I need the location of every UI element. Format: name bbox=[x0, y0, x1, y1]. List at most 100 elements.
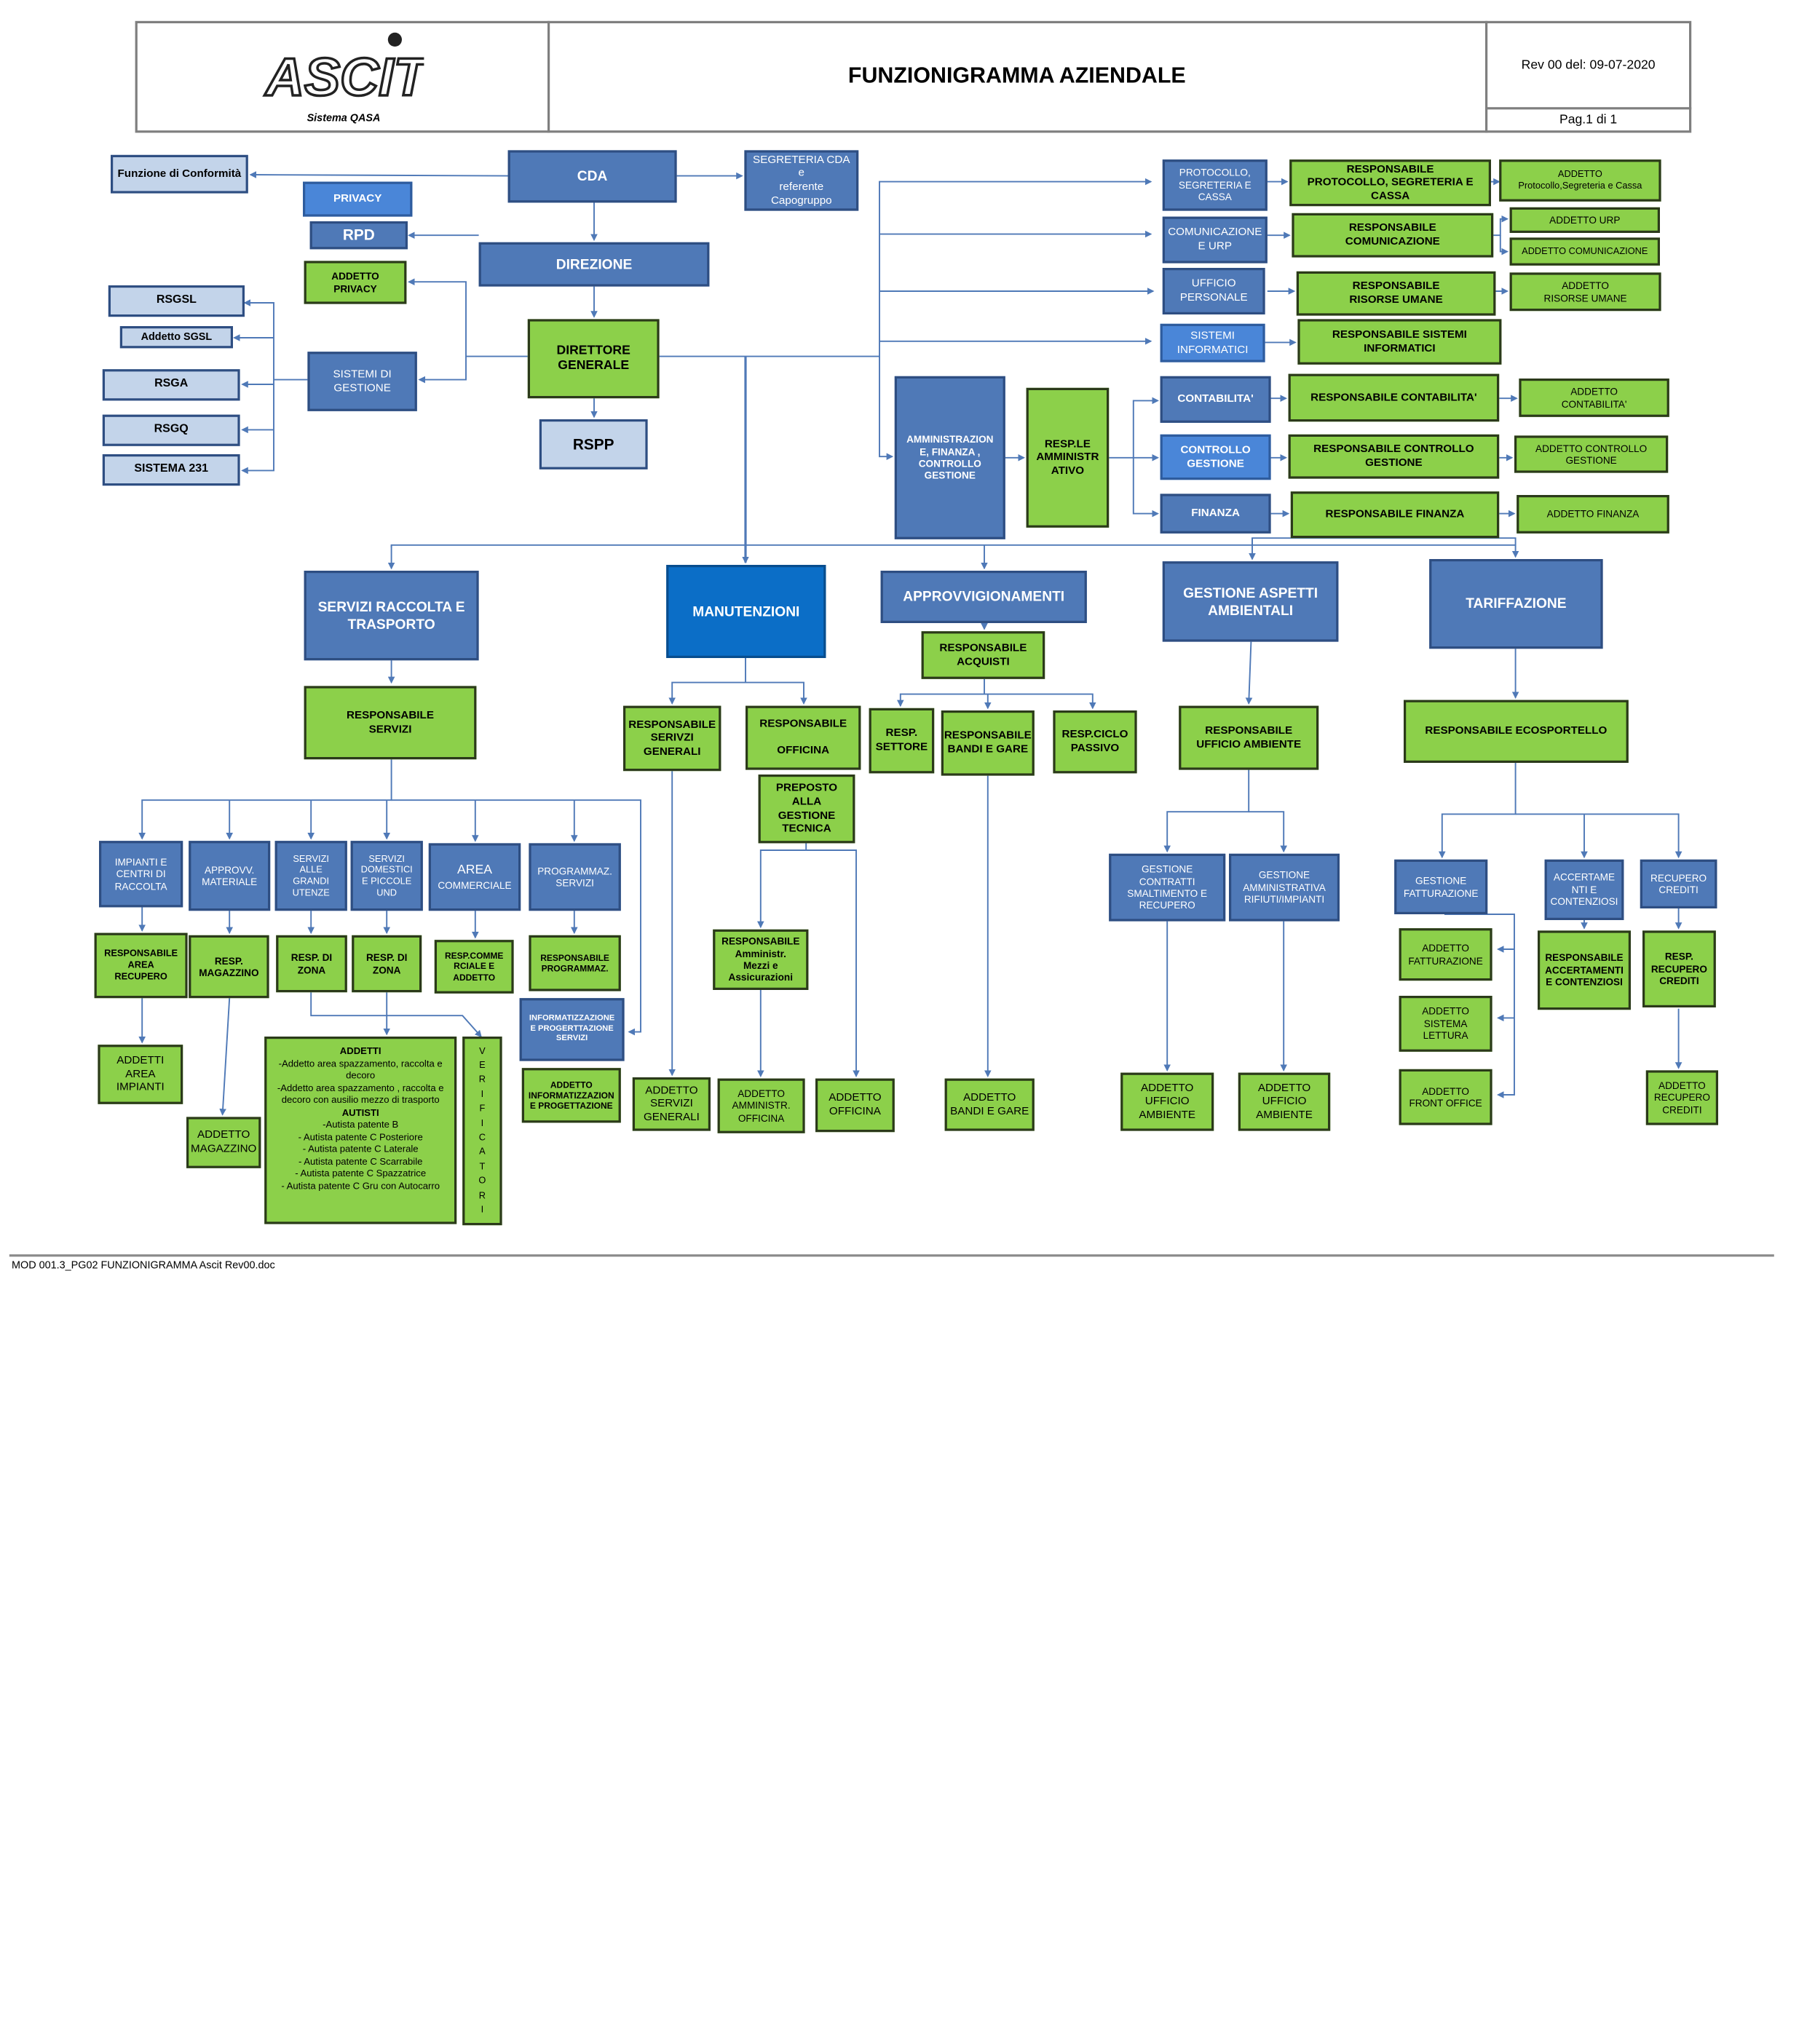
servizi-grandi-utenze-box: SERVIZI ALLE GRANDI UTENZE bbox=[274, 841, 347, 911]
resp-zona-1-box: RESP. DI ZONA bbox=[276, 935, 347, 993]
gestione-amministrativa-box: GESTIONE AMMINISTRATIVA RIFIUTI/IMPIANTI bbox=[1229, 853, 1340, 922]
addetto-sgsl-box: Addetto SGSL bbox=[119, 326, 233, 349]
resp-ufficio-ambiente-box: RESPONSABILE UFFICIO AMBIENTE bbox=[1179, 705, 1319, 770]
logo-text: ASCIT bbox=[264, 47, 424, 105]
protocollo-box: PROTOCOLLO, SEGRETERIA E CASSA bbox=[1162, 159, 1268, 211]
addetti-line: -Addetto area spazzamento, raccolta e bbox=[278, 1058, 443, 1069]
servizi-raccolta-box: SERVIZI RACCOLTA E TRASPORTO bbox=[304, 571, 479, 661]
preposto-box: PREPOSTO ALLA GESTIONE TECNICA bbox=[758, 775, 855, 844]
addetto-contabilita-box: ADDETTO CONTABILITA' bbox=[1519, 379, 1669, 417]
autisti-line: - Autista patente C Laterale bbox=[302, 1144, 419, 1154]
direttore-generale-box: DIRETTORE GENERALE bbox=[527, 319, 660, 399]
addetto-amministr-officina-box: ADDETTO AMMINISTR. OFFICINA bbox=[717, 1078, 805, 1133]
accertamenti-box: ACCERTAME NTI E CONTENZIOSI bbox=[1544, 859, 1624, 920]
header-frame bbox=[135, 20, 1692, 133]
resp-comunicazione-box: RESPONSABILE COMUNICAZIONE bbox=[1292, 213, 1494, 258]
resp-programmaz-box: RESPONSABILE PROGRAMMAZ. bbox=[529, 935, 621, 991]
addetto-magazzino-box: ADDETTO MAGAZZINO bbox=[186, 1117, 261, 1168]
addetti-line: decoro con ausilio mezzo di trasporto bbox=[281, 1095, 440, 1106]
resp-sistemi-informatici-box: RESPONSABILE SISTEMI INFORMATICI bbox=[1297, 319, 1502, 365]
addetto-officina-box: ADDETTO OFFICINA bbox=[815, 1078, 895, 1133]
addetto-recupero-crediti-box: ADDETTO RECUPERO CREDITI bbox=[1645, 1070, 1718, 1125]
addetto-informatizzazione-box: ADDETTO INFORMATIZZAZION E PROGETTAZIONE bbox=[521, 1068, 621, 1123]
resp-accertamenti-box: RESPONSABILE ACCERTAMENTI E CONTENZIOSI bbox=[1538, 930, 1631, 1010]
addetto-privacy-box: ADDETTO PRIVACY bbox=[304, 261, 407, 304]
addetto-ufficio-ambiente-2-box: ADDETTO UFFICIO AMBIENTE bbox=[1238, 1072, 1331, 1131]
addetto-controllo-gestione-box: ADDETTO CONTROLLO GESTIONE bbox=[1514, 435, 1669, 473]
finanza-box: FINANZA bbox=[1160, 494, 1271, 534]
autisti-title: AUTISTI bbox=[341, 1106, 379, 1118]
resp-amministr-mezzi-box: RESPONSABILE Amministr. Mezzi e Assicura… bbox=[713, 929, 809, 990]
resp-ecosportello-box: RESPONSABILE ECOSPORTELLO bbox=[1404, 700, 1629, 763]
autisti-line: -Autista patente B bbox=[323, 1119, 399, 1130]
sistema-231-box: SISTEMA 231 bbox=[102, 454, 240, 486]
area-commerciale-sub: COMMERCIALE bbox=[438, 879, 512, 891]
resp-finanza-box: RESPONSABILE FINANZA bbox=[1290, 491, 1500, 539]
resp-zona-2-box: RESP. DI ZONA bbox=[352, 935, 422, 993]
addetto-urp-box: ADDETTO URP bbox=[1509, 207, 1660, 233]
resp-ciclo-passivo-box: RESP.CICLO PASSIVO bbox=[1053, 710, 1137, 774]
rsgsl-box: RSGSL bbox=[108, 285, 245, 317]
addetto-servizi-generali-box: ADDETTO SERVIZI GENERALI bbox=[632, 1077, 711, 1131]
ufficio-personale-box: UFFICIO PERSONALE bbox=[1162, 268, 1265, 314]
page-number: Pag.1 di 1 bbox=[1559, 113, 1618, 127]
informatizzazione-box: INFORMATIZZAZIONE E PROGERTTAZIONE SERVI… bbox=[519, 998, 625, 1061]
rpd-box: RPD bbox=[309, 221, 408, 250]
revision-label: Rev 00 del: 09-07-2020 bbox=[1521, 58, 1656, 73]
footer-doc-code: MOD 001.3_PG02 FUNZIONIGRAMMA Ascit Rev0… bbox=[12, 1259, 275, 1271]
resp-officina-box: RESPONSABILE OFFICINA bbox=[746, 705, 861, 770]
resp-bandi-box: RESPONSABILE BANDI E GARE bbox=[941, 710, 1035, 776]
controllo-gestione-box: CONTROLLO GESTIONE bbox=[1160, 434, 1271, 480]
resp-settore-box: RESP. SETTORE bbox=[869, 708, 935, 774]
addetto-fatturazione-box: ADDETTO FATTURAZIONE bbox=[1399, 928, 1492, 981]
addetto-front-office-box: ADDETTO FRONT OFFICE bbox=[1399, 1069, 1492, 1125]
resp-contabilita-box: RESPONSABILE CONTABILITA' bbox=[1288, 373, 1500, 422]
area-commerciale-title: AREA bbox=[457, 863, 492, 877]
recupero-crediti-box: RECUPERO CREDITI bbox=[1640, 859, 1717, 908]
cda-box: CDA bbox=[507, 150, 677, 203]
autisti-line: - Autista patente C Gru con Autocarro bbox=[281, 1180, 440, 1191]
company-logo: ASCIT bbox=[258, 28, 432, 108]
addetto-bandi-box: ADDETTO BANDI E GARE bbox=[944, 1078, 1035, 1131]
resp-servizi-generali-box: RESPONSABILE SERIVZI GENERALI bbox=[623, 705, 721, 772]
direzione-box: DIREZIONE bbox=[478, 242, 710, 287]
programmaz-servizi-box: PROGRAMMAZ. SERVIZI bbox=[529, 843, 621, 911]
addetto-sistema-lettura-box: ADDETTO SISTEMA LETTURA bbox=[1399, 996, 1492, 1052]
conformita-box: Funzione di Conformità bbox=[111, 154, 248, 194]
segreteria-cda-box: SEGRETERIA CDA e referente Capogruppo bbox=[744, 150, 859, 211]
page-title: FUNZIONIGRAMMA AZIENDALE bbox=[847, 64, 1186, 89]
sistemi-gestione-box: SISTEMI DI GESTIONE bbox=[307, 352, 417, 411]
addetti-line: decoro bbox=[346, 1070, 376, 1081]
addetto-comunicazione-box: ADDETTO COMUNICAZIONE bbox=[1509, 237, 1660, 266]
footer-rule bbox=[9, 1254, 1774, 1257]
sistemi-informatici-box: SISTEMI INFORMATICI bbox=[1160, 323, 1265, 363]
header-divider-right bbox=[1485, 20, 1488, 133]
resp-area-recupero-box: RESPONSABILE AREA RECUPERO bbox=[94, 932, 188, 999]
gestione-contratti-box: GESTIONE CONTRATTI SMALTIMENTO E RECUPER… bbox=[1109, 853, 1226, 922]
system-name: Sistema QASA bbox=[307, 111, 381, 124]
impianti-box: IMPIANTI E CENTRI DI RACCOLTA bbox=[99, 841, 183, 908]
resp-controllo-gestione-box: RESPONSABILE CONTROLLO GESTIONE bbox=[1288, 434, 1500, 479]
area-commerciale-box: AREA COMMERCIALE bbox=[428, 843, 521, 911]
rspp-box: RSPP bbox=[539, 419, 648, 470]
comunicazione-box: COMUNICAZIONE E URP bbox=[1162, 216, 1268, 264]
resp-magazzino-box: RESP. MAGAZZINO bbox=[189, 935, 269, 999]
addetto-ufficio-ambiente-1-box: ADDETTO UFFICIO AMBIENTE bbox=[1120, 1072, 1214, 1131]
rsga-box: RSGA bbox=[102, 369, 240, 401]
addetto-risorse-umane-box: ADDETTO RISORSE UMANE bbox=[1509, 272, 1661, 312]
resp-acquisti-box: RESPONSABILE ACQUISTI bbox=[921, 631, 1045, 679]
tariffazione-box: TARIFFAZIONE bbox=[1429, 559, 1603, 649]
resp-commerciale-box: RESP.COMME RCIALE E ADDETTO bbox=[434, 940, 514, 994]
header-divider-page bbox=[1485, 107, 1692, 110]
addetti-operativi-box: ADDETTI -Addetto area spazzamento, racco… bbox=[264, 1037, 457, 1224]
autisti-line: - Autista patente C Posteriore bbox=[298, 1131, 423, 1142]
gestione-ambientali-box: GESTIONE ASPETTI AMBIENTALI bbox=[1162, 561, 1339, 642]
rsgq-box: RSGQ bbox=[102, 414, 240, 446]
amministrazione-box: AMMINISTRAZION E, FINANZA , CONTROLLO GE… bbox=[894, 376, 1005, 539]
resp-amministrativo-box: RESP.LE AMMINISTR ATIVO bbox=[1026, 387, 1110, 528]
contabilita-box: CONTABILITA' bbox=[1160, 376, 1271, 423]
header-divider-left bbox=[547, 20, 550, 133]
privacy-box: PRIVACY bbox=[303, 181, 413, 217]
resp-recupero-crediti-box: RESP. RECUPERO CREDITI bbox=[1642, 930, 1716, 1007]
